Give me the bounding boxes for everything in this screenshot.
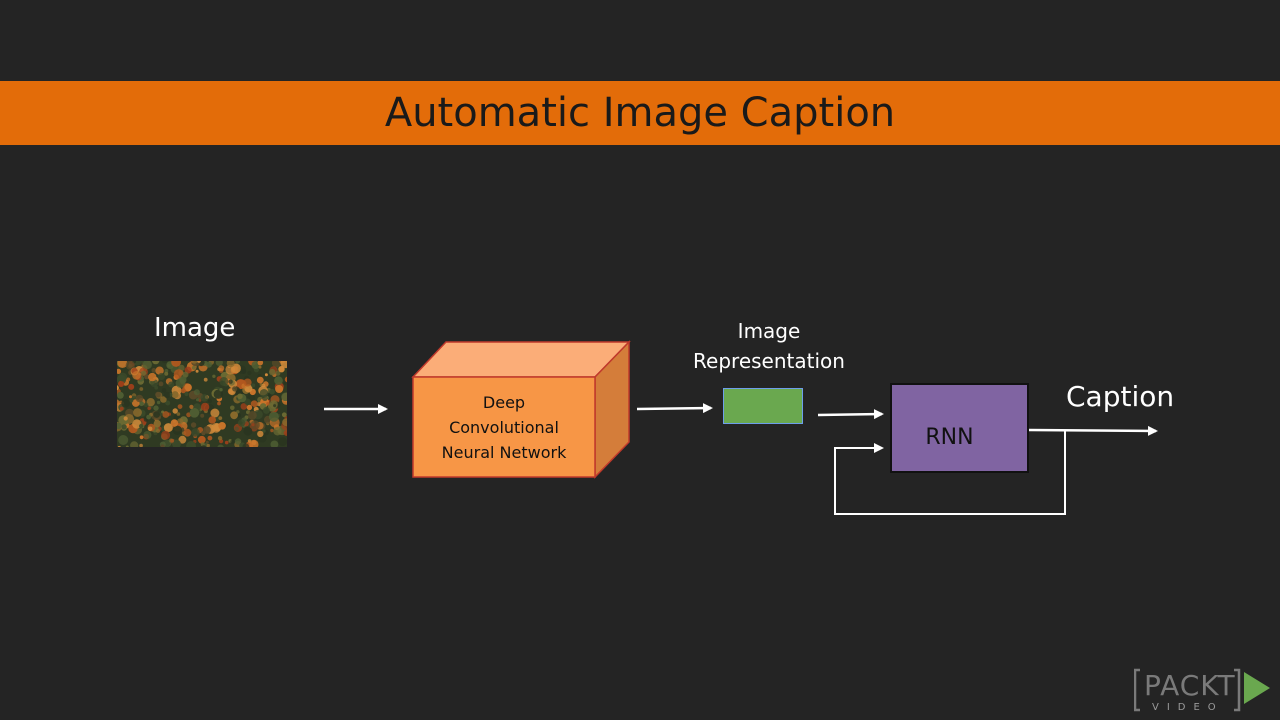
rnn-label: RNN	[925, 424, 974, 450]
representation-label-line-1: Image	[737, 319, 801, 343]
forest-canopy	[117, 361, 287, 447]
representation-box	[723, 388, 803, 424]
play-icon	[1244, 672, 1270, 704]
arrow-cnn-to-representation	[636, 403, 713, 414]
logo-subtext: VIDEO	[1152, 702, 1224, 713]
packt-logo	[1134, 668, 1270, 712]
feedback-loop	[834, 430, 1066, 515]
cnn-label-line-2: Convolutional	[449, 417, 559, 437]
arrow-representation-to-rnn	[817, 409, 884, 420]
cnn-label-line-1: Deep	[482, 392, 526, 412]
cnn-label-line-3: Neural Network	[441, 442, 567, 462]
representation-label: Image Representation	[680, 316, 858, 376]
forest-photo	[117, 361, 287, 447]
caption-label: Caption	[1066, 380, 1175, 413]
cube-top-face	[411, 341, 631, 378]
representation-label-line-2: Representation	[693, 349, 845, 373]
arrow-rnn-to-caption	[1028, 425, 1158, 436]
cnn-label: Deep Convolutional Neural Network	[413, 377, 595, 477]
cube-front-face	[412, 376, 596, 478]
cnn-cube	[411, 340, 631, 479]
title-bar: Automatic Image Caption	[0, 81, 1280, 145]
rnn-box: RNN	[890, 383, 1029, 473]
slide-title: Automatic Image Caption	[384, 90, 896, 136]
image-label: Image	[154, 313, 236, 343]
logo-text: PACKT	[1144, 669, 1236, 702]
